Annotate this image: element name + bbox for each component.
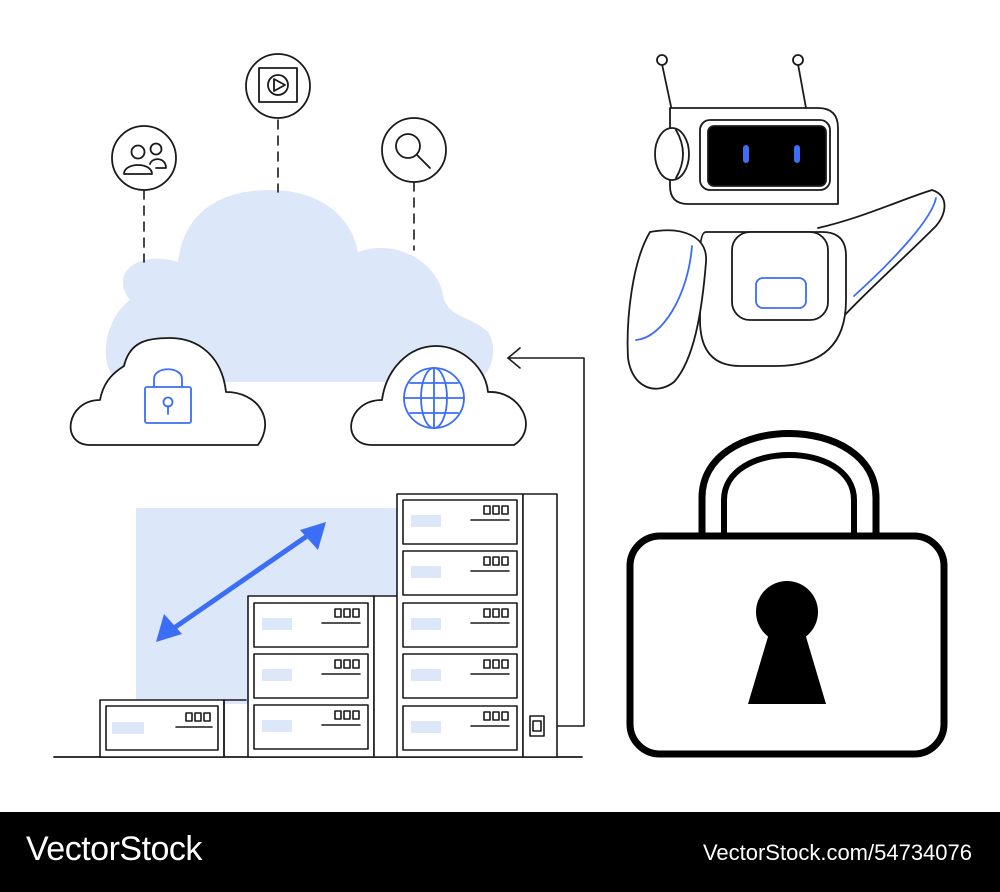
brand-logo: VectorStock <box>26 830 202 868</box>
server-area <box>53 493 583 758</box>
footer-bar: VectorStock VectorStock.com/54734076 <box>0 812 1000 892</box>
server-rack-small <box>99 699 247 758</box>
server-rack-tall <box>396 493 558 758</box>
illustration-canvas <box>53 53 948 758</box>
padlock-large-icon <box>626 430 948 758</box>
small-cloud-padlock <box>69 337 266 446</box>
globe-icon <box>403 367 465 429</box>
padlock-icon <box>144 368 192 424</box>
video-icon <box>245 53 311 119</box>
small-cloud-globe <box>350 345 527 446</box>
server-rack-medium <box>247 595 399 758</box>
users-icon <box>111 125 177 191</box>
keyhole-icon <box>748 581 826 704</box>
dashed-connectors <box>143 119 415 263</box>
resize-arrow-icon <box>156 522 326 642</box>
cloud-icon <box>105 190 494 382</box>
robot-icon <box>626 54 946 390</box>
connector-arrow <box>507 347 585 727</box>
search-icon <box>381 117 447 183</box>
image-credit: VectorStock.com/54734076 <box>702 840 972 865</box>
